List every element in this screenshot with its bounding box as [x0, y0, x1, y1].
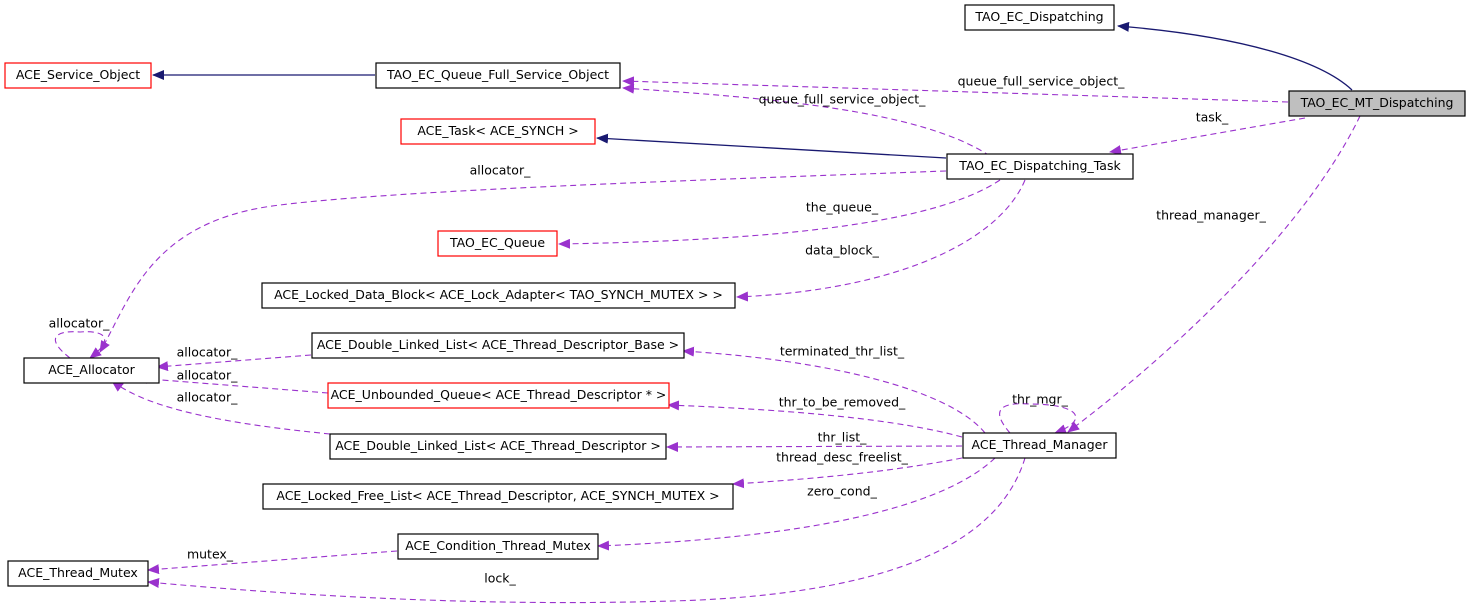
node-label: ACE_Locked_Data_Block< ACE_Lock_Adapter<… — [274, 287, 723, 302]
node-ace-double-linked-list-desc[interactable]: ACE_Double_Linked_List< ACE_Thread_Descr… — [329, 433, 667, 460]
node-ace-service-object[interactable]: ACE_Service_Object — [4, 62, 152, 89]
edge-label-thr-to-be-removed: thr_to_be_removed_ — [779, 395, 906, 410]
node-label: TAO_EC_Dispatching_Task — [958, 158, 1121, 173]
edge-label-allocator-self: allocator_ — [49, 316, 110, 331]
edge-label-allocator-task: allocator_ — [470, 163, 531, 178]
edge-lock — [147, 457, 1026, 604]
node-label: ACE_Locked_Free_List< ACE_Thread_Descrip… — [276, 488, 719, 503]
edge-label-task: task_ — [1196, 110, 1229, 125]
edge-label-thr-mgr: thr_mgr_ — [1012, 392, 1068, 407]
node-label: ACE_Task< ACE_SYNCH > — [417, 123, 578, 138]
node-tao-ec-queue[interactable]: TAO_EC_Queue — [437, 230, 558, 257]
edge-the-queue — [558, 179, 1001, 249]
edge-terminated-thr-list — [682, 346, 986, 434]
edge-queue-full-service-object-2 — [622, 83, 991, 157]
edge-data-block — [736, 179, 1026, 302]
node-label: ACE_Unbounded_Queue< ACE_Thread_Descript… — [331, 387, 667, 402]
node-label: ACE_Double_Linked_List< ACE_Thread_Descr… — [335, 438, 661, 453]
edge-label-thread-desc-freelist: thread_desc_freelist_ — [776, 450, 908, 465]
node-label: TAO_EC_Queue — [449, 235, 545, 250]
node-label: ACE_Thread_Manager — [972, 437, 1109, 452]
edge-thread-manager — [1067, 115, 1361, 433]
edge-inherit-dispatching-task-to-task — [596, 133, 947, 159]
edge-allocator-dll-base — [156, 354, 312, 372]
edge-thr-list — [666, 441, 963, 452]
edge-inherit-mt-to-dispatching — [1117, 21, 1353, 91]
edge-thread-desc-freelist — [732, 457, 963, 489]
edge-zero-cond — [597, 457, 996, 551]
node-label: ACE_Condition_Thread_Mutex — [405, 538, 591, 553]
edge-allocator-dll-desc — [111, 380, 331, 435]
edge-task — [1109, 117, 1306, 156]
node-label: TAO_EC_Dispatching — [974, 9, 1103, 24]
node-tao-ec-queue-full-service-object[interactable]: TAO_EC_Queue_Full_Service_Object — [375, 62, 621, 89]
edge-mutex — [147, 550, 398, 575]
node-tao-ec-mt-dispatching[interactable]: TAO_EC_MT_Dispatching — [1288, 90, 1466, 117]
node-tao-ec-dispatching-task[interactable]: TAO_EC_Dispatching_Task — [946, 153, 1134, 180]
edge-allocator-task — [99, 170, 947, 353]
edge-label-mutex: mutex_ — [187, 547, 234, 562]
node-label: ACE_Double_Linked_List< ACE_Thread_Descr… — [317, 337, 679, 352]
edge-thr-mgr — [999, 403, 1077, 434]
node-label: ACE_Allocator — [48, 362, 135, 377]
edge-label-the-queue: the_queue_ — [806, 200, 879, 215]
edge-label-queue-full-service-object-2: queue_full_service_object_ — [759, 92, 926, 107]
edge-queue-full-service-object-1 — [622, 76, 1289, 103]
node-ace-unbounded-queue[interactable]: ACE_Unbounded_Queue< ACE_Thread_Descript… — [327, 382, 670, 409]
node-ace-thread-manager[interactable]: ACE_Thread_Manager — [962, 432, 1117, 459]
edge-allocator-self — [55, 331, 105, 359]
edge-label-allocator-unbounded: allocator_ — [177, 368, 238, 383]
edge-thr-to-be-removed — [667, 400, 963, 438]
edge-label-zero-cond: zero_cond_ — [807, 484, 877, 499]
edge-label-allocator-dll-desc: allocator_ — [177, 390, 238, 405]
edge-label-data-block: data_block_ — [805, 243, 880, 258]
node-ace-task[interactable]: ACE_Task< ACE_SYNCH > — [400, 118, 596, 145]
edge-allocator-unbounded — [135, 373, 329, 394]
edge-label-lock: lock_ — [484, 571, 516, 586]
node-label: ACE_Thread_Mutex — [18, 565, 138, 580]
node-tao-ec-dispatching[interactable]: TAO_EC_Dispatching — [964, 4, 1115, 31]
edge-label-terminated-thr-list: terminated_thr_list_ — [780, 344, 905, 359]
node-ace-condition-thread-mutex[interactable]: ACE_Condition_Thread_Mutex — [397, 533, 599, 560]
edge-label-allocator-dll-base: allocator_ — [177, 345, 238, 360]
edge-label-thr-list: thr_list_ — [818, 430, 868, 445]
node-ace-thread-mutex[interactable]: ACE_Thread_Mutex — [7, 560, 149, 587]
edge-label-queue-full-service-object-1: queue_full_service_object_ — [958, 74, 1125, 89]
node-ace-locked-data-block[interactable]: ACE_Locked_Data_Block< ACE_Lock_Adapter<… — [261, 282, 736, 309]
node-label: TAO_EC_Queue_Full_Service_Object — [386, 67, 609, 82]
node-ace-allocator[interactable]: ACE_Allocator — [23, 357, 160, 384]
edge-label-thread-manager: thread_manager_ — [1156, 208, 1266, 223]
node-label: ACE_Service_Object — [16, 67, 140, 82]
node-label: TAO_EC_MT_Dispatching — [1300, 95, 1454, 110]
node-ace-locked-free-list[interactable]: ACE_Locked_Free_List< ACE_Thread_Descrip… — [262, 483, 734, 510]
node-ace-double-linked-list-base[interactable]: ACE_Double_Linked_List< ACE_Thread_Descr… — [311, 332, 685, 359]
